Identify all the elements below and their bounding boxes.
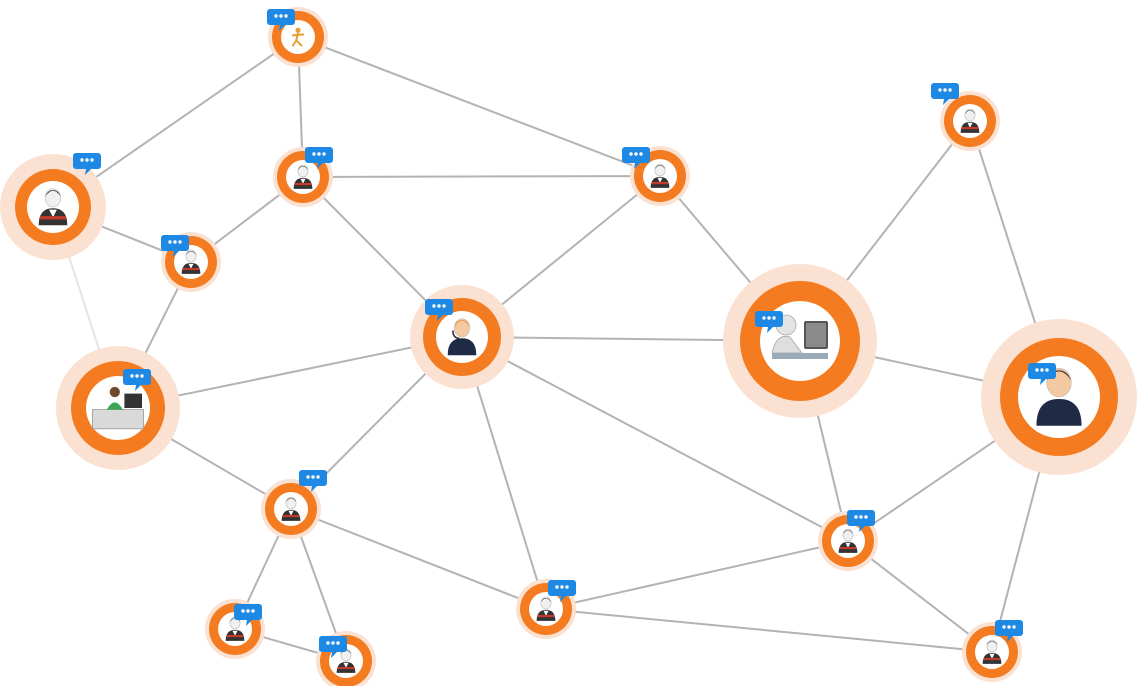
user-node-n6[interactable] [161,232,221,292]
chat-bubble-icon[interactable] [1028,363,1056,385]
user-nodes [0,7,1137,686]
chat-bubble-icon[interactable] [755,311,783,333]
figure-running-icon [291,27,305,47]
connection-line [297,36,661,177]
man-suit-icon [281,496,301,521]
user-node-n8[interactable] [723,264,877,418]
user-node-n1[interactable] [267,7,328,67]
person-icon [181,249,201,274]
user-node-n4[interactable] [622,146,690,206]
chat-bubble-icon[interactable] [931,83,959,105]
user-node-n10[interactable] [981,319,1137,475]
user-node-n13[interactable] [316,631,376,686]
user-node-n2[interactable] [0,153,106,260]
man-suit-icon [960,108,980,133]
user-node-n12[interactable] [205,599,265,659]
man-suit-icon [536,596,556,621]
desk-worker-icon [92,386,145,430]
user-node-n15[interactable] [818,510,878,571]
chat-bubble-icon[interactable] [234,604,262,626]
man-suit-icon [293,164,313,189]
user-node-n3[interactable] [273,147,333,207]
chat-bubble-icon[interactable] [995,620,1023,642]
user-node-n7[interactable] [410,285,514,389]
chat-bubble-icon[interactable] [548,580,576,602]
connection-line [545,608,993,653]
chat-bubble-icon[interactable] [161,235,189,257]
chat-bubble-icon[interactable] [319,636,347,658]
chat-bubble-icon[interactable] [622,147,650,169]
connection-line [847,540,993,653]
man-suit-icon [225,616,245,641]
user-node-n11[interactable] [261,470,327,539]
connection-line [302,175,661,178]
chat-bubble-icon[interactable] [847,510,875,532]
man-suit-icon [38,188,68,226]
chat-bubble-icon[interactable] [123,369,151,391]
chat-bubble-icon[interactable] [299,470,327,492]
man-suit-icon [650,163,670,188]
user-node-n16[interactable] [962,620,1023,682]
connection-lines [52,36,1060,662]
user-node-n9[interactable] [56,346,180,470]
chat-bubble-icon[interactable] [267,9,295,31]
user-node-n5[interactable] [931,83,1000,151]
connection-line [290,508,547,610]
user-node-n14[interactable] [516,579,576,639]
woman-headset-icon [447,318,477,356]
chat-bubble-icon[interactable] [73,153,101,175]
chat-bubble-icon[interactable] [305,147,333,169]
man-suit-icon [838,528,858,553]
connection-line [545,540,849,610]
chat-bubble-icon[interactable] [425,299,453,321]
man-suit-icon [982,639,1002,664]
computer-user-icon [771,314,828,359]
connection-line [461,336,849,542]
man-suit-icon [336,648,356,673]
